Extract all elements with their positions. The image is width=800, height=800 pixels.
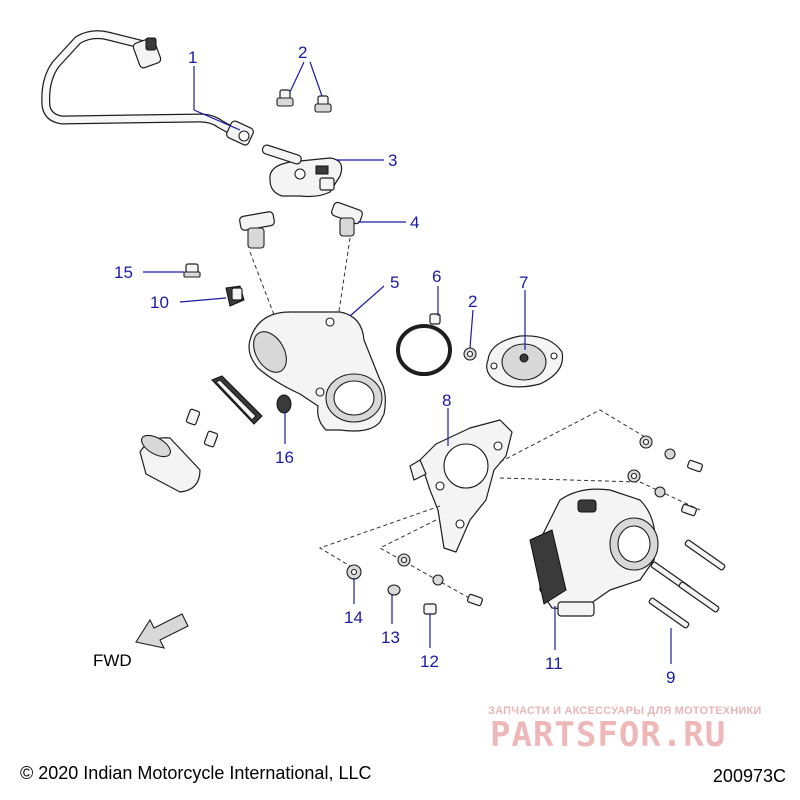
part-7-cover-plate xyxy=(486,335,564,388)
hardware-lower-right xyxy=(627,469,697,517)
part-8-bracket xyxy=(409,419,513,553)
callout-11: 11 xyxy=(545,654,563,673)
part-9-long-bolts xyxy=(648,539,726,629)
callout-14: 14 xyxy=(344,608,363,627)
watermark-tagline: ЗАПЧАСТИ И АКСЕССУАРЫ ДЛЯ МОТОТЕХНИКИ xyxy=(488,705,762,717)
copyright-notice: © 2020 Indian Motorcycle International, … xyxy=(20,763,372,783)
callout-3: 3 xyxy=(388,151,397,170)
callout-2-top: 2 xyxy=(298,43,307,62)
part-16-grommet xyxy=(276,394,292,414)
callout-8: 8 xyxy=(442,391,451,410)
callout-16: 16 xyxy=(275,448,294,467)
callout-15: 15 xyxy=(114,263,133,282)
part-4-fuel-injectors xyxy=(239,201,363,249)
hardware-upper-right xyxy=(639,435,703,473)
part-14-nut xyxy=(346,564,362,580)
callout-7: 7 xyxy=(519,273,528,292)
drawing-number: 200973C xyxy=(712,766,786,786)
leader-lines xyxy=(143,61,672,664)
part-11-throttle-body xyxy=(529,488,659,617)
callout-2-middle: 2 xyxy=(468,292,477,311)
fwd-label: FWD xyxy=(93,651,132,670)
part-2-bolt-pair xyxy=(276,89,332,113)
boot-screws xyxy=(185,408,219,448)
callout-5: 5 xyxy=(390,273,399,292)
part-2-nut xyxy=(463,347,477,361)
callout-9: 9 xyxy=(666,668,675,687)
intake-gasket xyxy=(211,375,263,425)
callout-13: 13 xyxy=(381,628,400,647)
part-1-fuel-line xyxy=(41,30,254,146)
callout-4: 4 xyxy=(410,213,419,232)
callout-6: 6 xyxy=(432,267,441,286)
fwd-arrow-icon xyxy=(135,613,189,649)
part-12-bolt xyxy=(423,574,483,615)
part-13-washer xyxy=(387,553,411,596)
part-10-clamp xyxy=(225,285,245,307)
watermark-logo: PARTSFOR.RU xyxy=(490,715,727,755)
part-5-intake-manifold xyxy=(248,311,386,432)
intake-boot xyxy=(139,434,201,493)
callout-10: 10 xyxy=(150,293,169,312)
callout-12: 12 xyxy=(420,652,439,671)
part-15-screw xyxy=(183,263,201,278)
part-3-fuel-rail xyxy=(261,144,343,198)
part-6-o-ring xyxy=(396,313,452,376)
callout-1: 1 xyxy=(188,48,197,67)
